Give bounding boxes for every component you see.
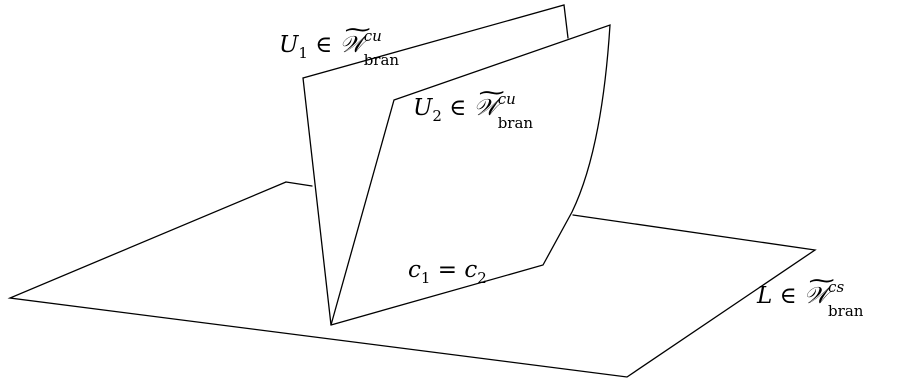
label-c1-eq-c2: c1 = c2 xyxy=(408,257,487,286)
u2-rel: ∈ xyxy=(449,95,467,121)
u2-set: ~𝒲 xyxy=(473,81,507,121)
l-var: L xyxy=(757,283,773,309)
l-set: ~𝒲 xyxy=(803,269,838,309)
u2-sub: 2 xyxy=(432,107,442,125)
c-eq: = xyxy=(437,257,458,283)
u1-var: U xyxy=(279,32,299,58)
l-rel: ∈ xyxy=(779,283,797,309)
u2-var: U xyxy=(413,95,433,121)
l-tilde-icon: ~ xyxy=(805,269,838,294)
c-left: c xyxy=(408,257,421,283)
c-right: c xyxy=(464,257,478,283)
u2-tilde-icon: ~ xyxy=(475,81,507,106)
u1-set: ~𝒲 xyxy=(339,18,373,58)
u1-sub: 1 xyxy=(298,44,308,62)
plane-l-back-edge xyxy=(285,181,313,187)
c-right-sub: 2 xyxy=(477,269,487,287)
u1-tilde-icon: ~ xyxy=(341,18,373,43)
c-left-sub: 1 xyxy=(420,269,431,287)
plane-l-outline xyxy=(7,181,817,378)
u1-rel: ∈ xyxy=(315,32,333,58)
leaf-u2-outline xyxy=(330,24,611,326)
leaf-u1-outline xyxy=(302,4,569,326)
